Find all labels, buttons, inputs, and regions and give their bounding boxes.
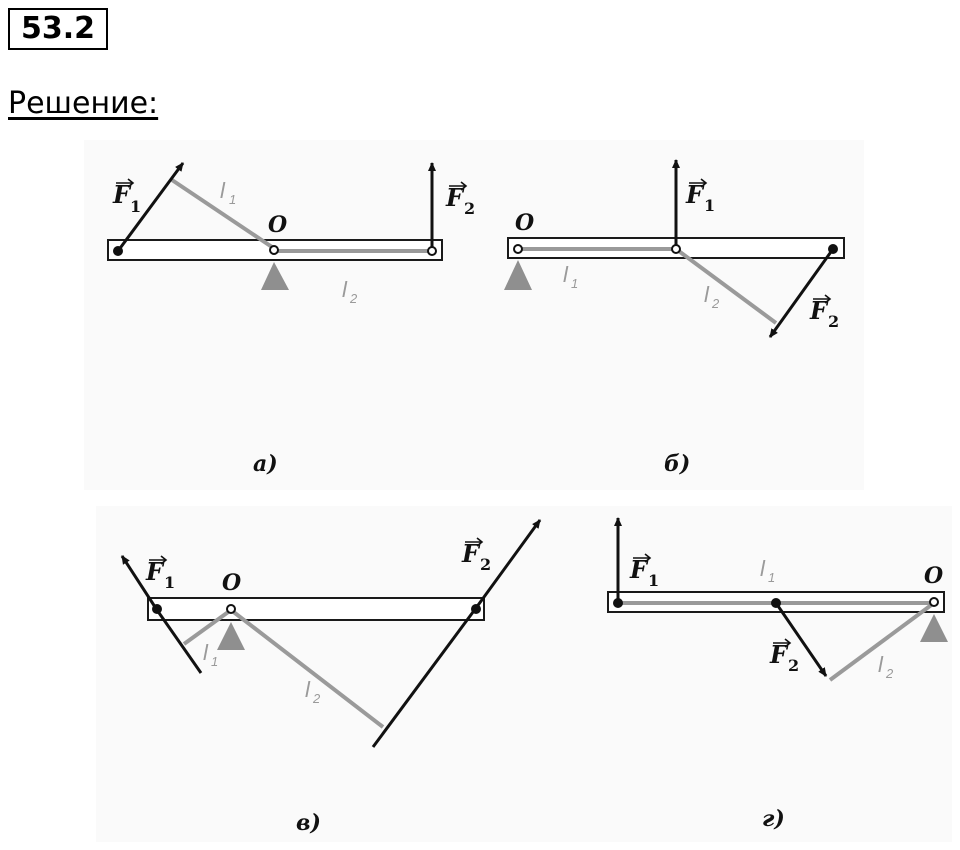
- svg-text:F: F: [685, 180, 705, 209]
- svg-text:l: l: [704, 282, 710, 307]
- svg-text:1: 1: [768, 570, 775, 585]
- arm-l1-line: [170, 178, 274, 249]
- force-point-2: [471, 604, 481, 614]
- support-triangle: [261, 262, 289, 290]
- caption-v: в): [296, 810, 321, 836]
- svg-text:1: 1: [704, 196, 715, 215]
- force-f1-arrow: [120, 555, 159, 611]
- svg-text:1: 1: [648, 571, 659, 590]
- arm-l1-line: [182, 608, 233, 646]
- svg-text:F: F: [445, 183, 465, 212]
- label-pivot: O: [515, 210, 534, 236]
- label-f1: F 1: [145, 555, 175, 592]
- svg-text:2: 2: [828, 312, 839, 331]
- diagram-v: O F 1 F 2 l 1 l 2 в): [120, 519, 542, 836]
- figure-top-background: [84, 140, 864, 490]
- svg-text:l: l: [878, 652, 884, 677]
- label-l1: l 1: [220, 178, 236, 207]
- svg-text:F: F: [629, 555, 649, 584]
- force-point-2: [771, 598, 781, 608]
- svg-text:2: 2: [480, 555, 491, 574]
- svg-text:1: 1: [211, 654, 218, 669]
- label-l1: l 1: [203, 640, 218, 669]
- diagram-a: F 1 F 2 O l 1 l 2 а): [107, 162, 475, 477]
- label-l1: l 1: [760, 556, 775, 585]
- svg-text:2: 2: [885, 666, 894, 681]
- force-f1-line-of-action: [155, 609, 203, 674]
- lever-bar: [147, 597, 485, 621]
- support-triangle: [217, 622, 245, 650]
- label-f1: F 1: [685, 178, 715, 215]
- svg-text:l: l: [760, 556, 766, 581]
- force-f2-arrow: [768, 248, 835, 338]
- label-l2: l 2: [342, 277, 358, 306]
- caption-g: г): [762, 806, 785, 832]
- caption-b: б): [664, 451, 690, 477]
- force-point-1: [613, 598, 623, 608]
- caption-a: а): [253, 451, 278, 477]
- svg-text:F: F: [112, 180, 132, 209]
- support-triangle: [504, 260, 532, 290]
- svg-text:F: F: [809, 296, 829, 325]
- label-pivot: O: [924, 563, 943, 589]
- label-l2: l 2: [878, 652, 894, 681]
- svg-text:F: F: [145, 557, 165, 586]
- force-f2-arrow: [474, 519, 542, 609]
- force-f2-arrow: [774, 602, 828, 677]
- svg-text:l: l: [203, 640, 209, 665]
- svg-text:l: l: [305, 677, 311, 702]
- svg-text:F: F: [769, 640, 789, 669]
- svg-text:2: 2: [464, 199, 475, 218]
- svg-text:F: F: [461, 539, 481, 568]
- force-point-1: [152, 604, 162, 614]
- force-point-2: [828, 244, 838, 254]
- svg-text:1: 1: [571, 276, 578, 291]
- arm-l2-line: [674, 247, 778, 325]
- label-l1: l 1: [563, 262, 578, 291]
- force-point-2: [427, 246, 437, 256]
- force-point-1: [671, 244, 681, 254]
- label-l2: l 2: [305, 677, 321, 706]
- force-point-1: [113, 246, 123, 256]
- svg-text:2: 2: [711, 296, 720, 311]
- force-f1-arrow: [116, 162, 185, 252]
- figure-bottom-background: [96, 506, 952, 842]
- svg-text:l: l: [342, 277, 348, 302]
- label-f2: F 2: [445, 181, 475, 218]
- solution-heading: Решение:: [8, 86, 159, 121]
- arm-l2-line: [229, 608, 385, 729]
- diagram-g: O F 1 F 2 l 1 l 2 г): [607, 517, 948, 832]
- pivot-point: [513, 244, 523, 254]
- svg-text:2: 2: [312, 691, 321, 706]
- pivot-point: [929, 597, 939, 607]
- support-triangle: [920, 614, 948, 642]
- svg-text:1: 1: [130, 197, 141, 216]
- svg-text:l: l: [220, 178, 226, 203]
- problem-number: 53.2: [8, 8, 108, 50]
- svg-text:1: 1: [229, 192, 236, 207]
- label-f2: F 2: [809, 294, 839, 331]
- label-l2: l 2: [704, 282, 720, 311]
- svg-text:2: 2: [788, 656, 799, 675]
- pivot-point: [269, 245, 279, 255]
- pivot-point: [226, 604, 236, 614]
- arm-l2-line: [828, 601, 936, 682]
- label-f1: F 1: [629, 553, 659, 590]
- svg-text:1: 1: [164, 573, 175, 592]
- label-pivot: O: [268, 212, 287, 238]
- label-pivot: O: [222, 570, 241, 596]
- force-f2-line-of-action: [371, 607, 478, 748]
- svg-text:2: 2: [349, 291, 358, 306]
- svg-text:l: l: [563, 262, 569, 287]
- diagram-b: O F 1 F 2 l 1 l 2 б): [504, 159, 845, 477]
- label-f1: F 1: [112, 178, 141, 216]
- label-f2: F 2: [461, 537, 491, 574]
- label-f2: F 2: [769, 638, 799, 675]
